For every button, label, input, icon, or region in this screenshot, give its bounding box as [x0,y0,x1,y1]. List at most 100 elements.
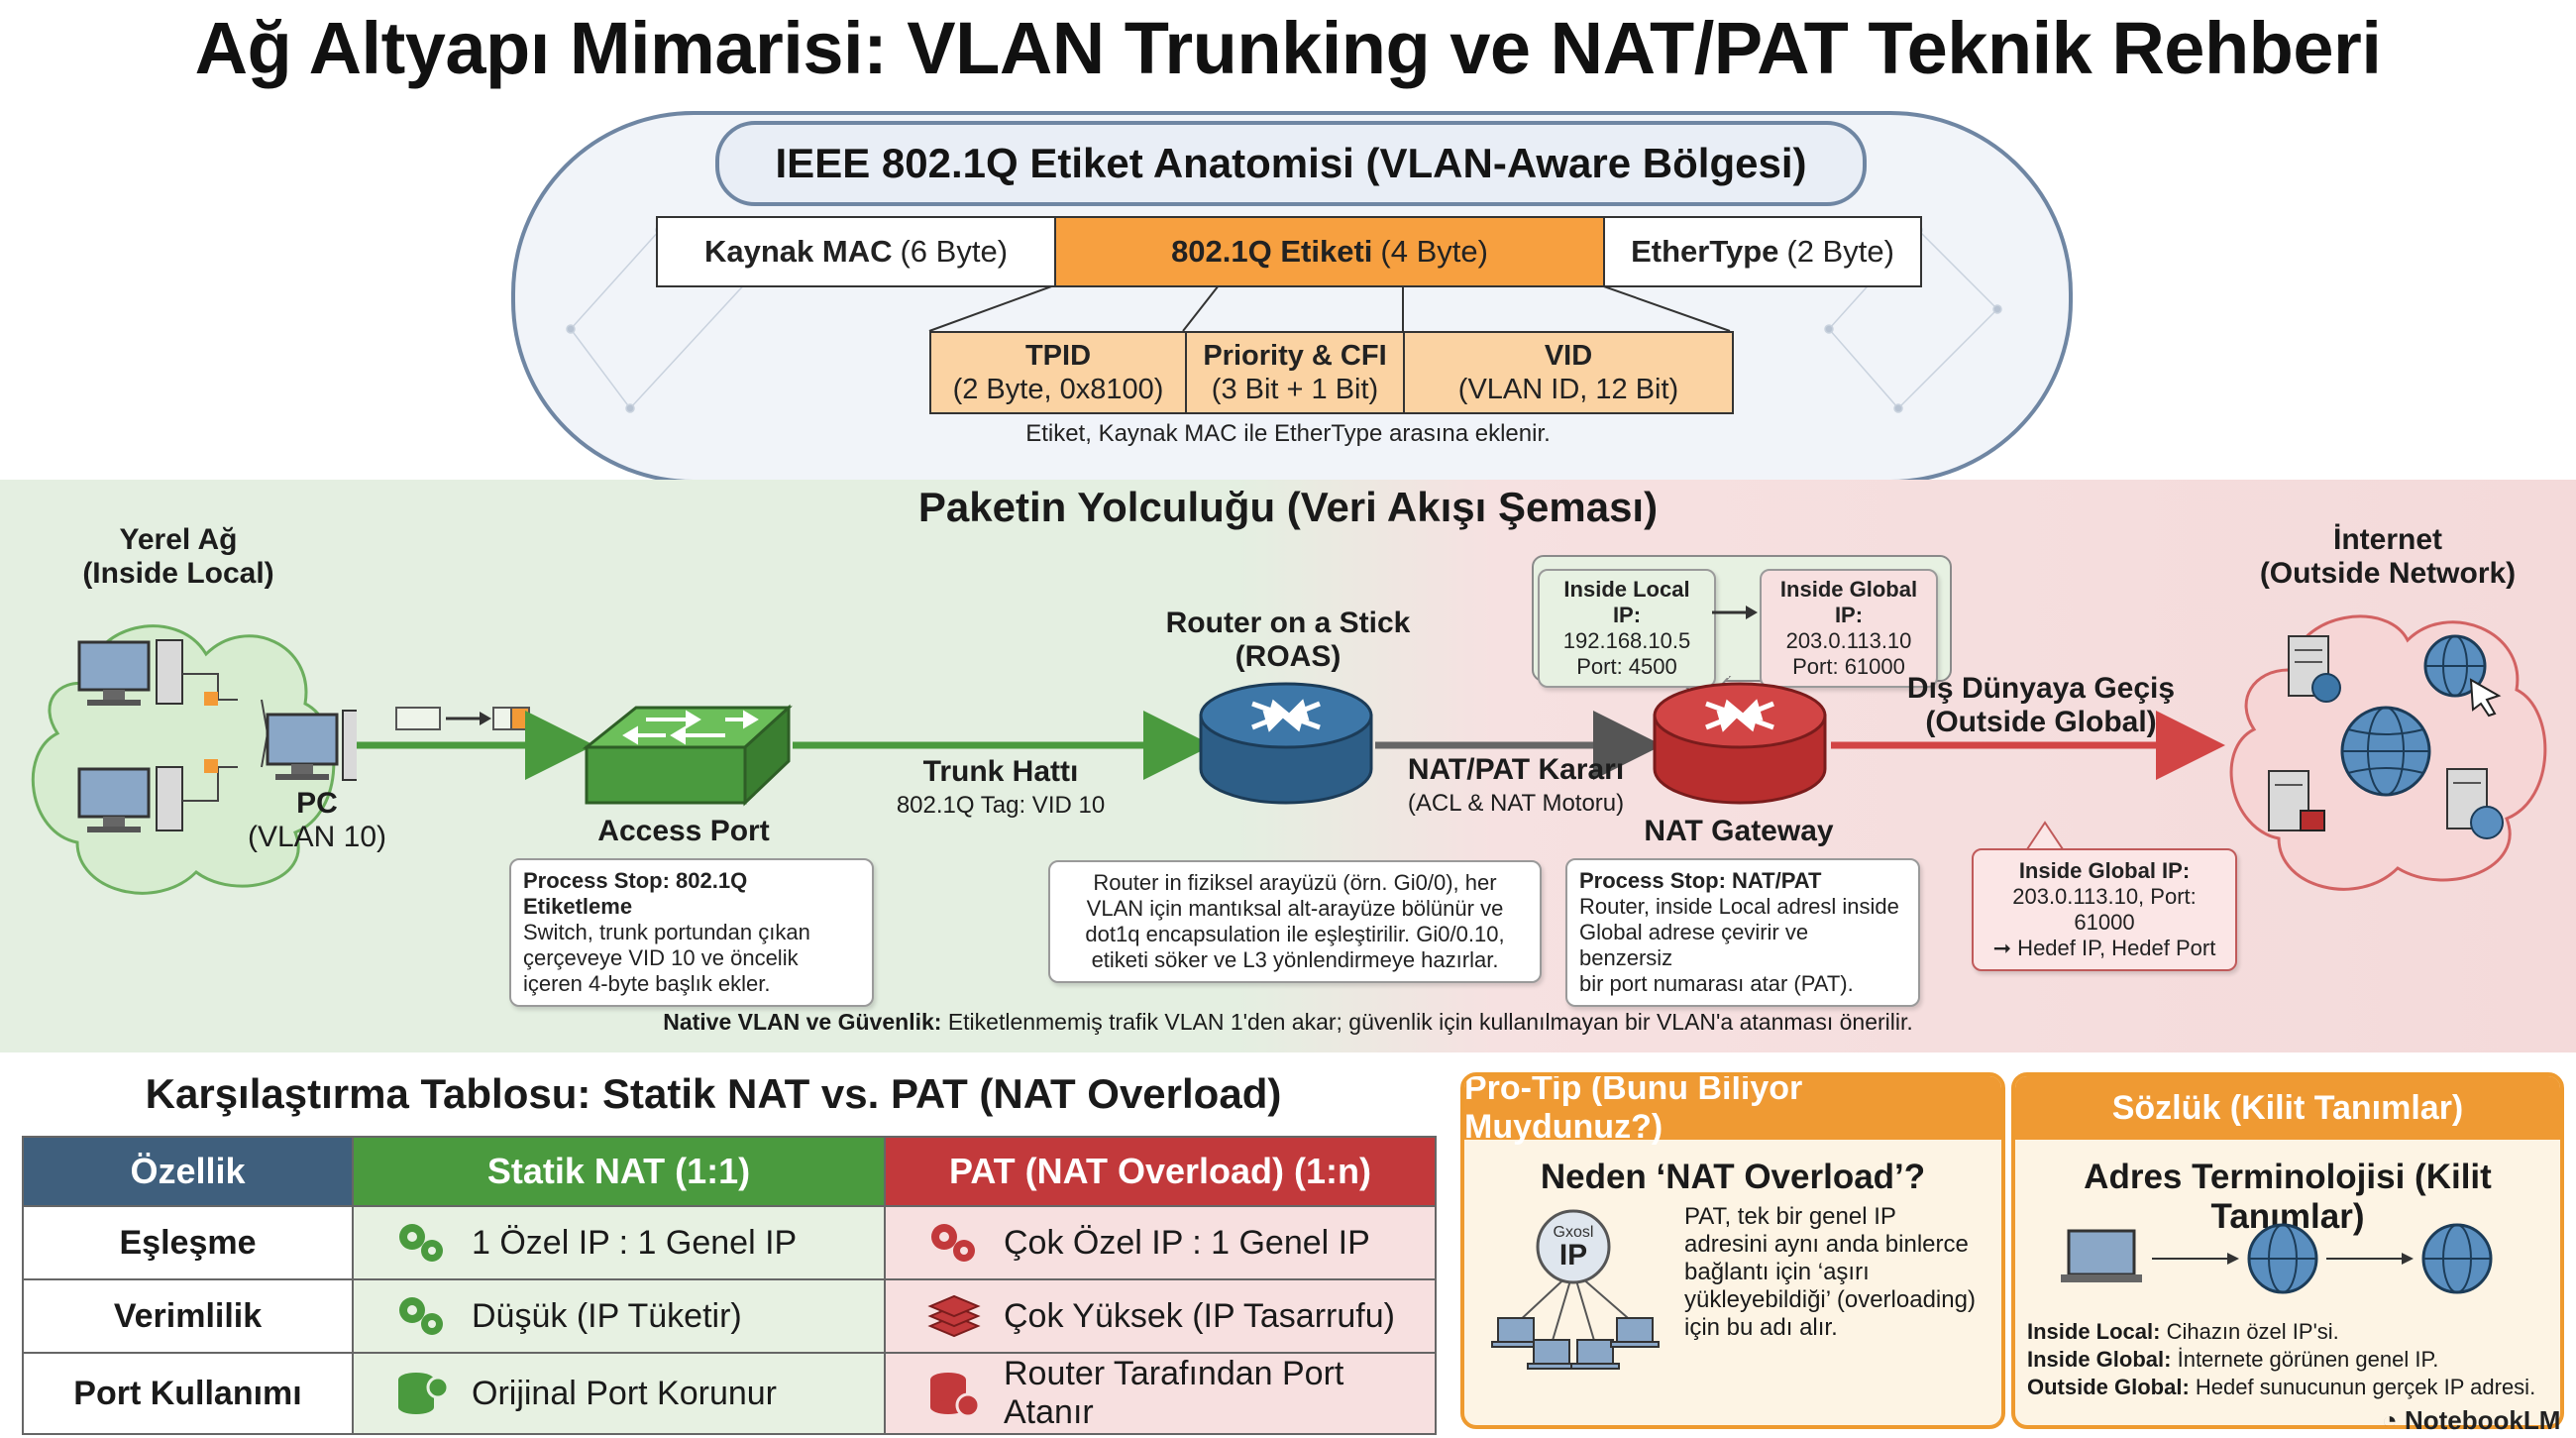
nat-gateway-label: NAT Gateway [1644,815,1834,847]
hub-small-text: Gxosl [1554,1224,1594,1241]
native-note-text: Etiketlenmemiş trafik VLAN 1'den akar; g… [947,1009,1913,1035]
callout-line: Router in fiziksel arayüzü (örn. Gi0/0),… [1093,870,1497,895]
static-cell: Orijinal Port Korunur [352,1352,886,1435]
pat-cell: Çok Özel IP : 1 Genel IP [884,1205,1437,1280]
terminology-diagram [2061,1223,2493,1294]
native-note-label: Native VLAN ve Güvenlik: [663,1009,942,1035]
pc-subtitle: (VLAN 10) [247,821,387,853]
nat-gateway-router-icon [1653,682,1827,805]
glossary-term: Inside Global: [2027,1347,2172,1372]
inside-global-port: Port: 61000 [1792,654,1905,679]
callout-line: Router, inside Local adresl inside [1579,894,1899,919]
subfield-detail: (2 Byte, 0x8100) [952,374,1164,405]
local-network-label: Yerel Ağ (Inside Local) [30,523,327,591]
static-value: Düşük (IP Tüketir) [472,1296,742,1335]
pat-cell: Çok Yüksek (IP Tasarrufu) [884,1278,1437,1354]
internet-cloud [2229,614,2547,891]
exit-title: Dış Dünyaya Geçiş [1906,672,2176,705]
glossary-item: Inside Global: İnternete görünen genel I… [2027,1346,2542,1374]
callout-line: etiketi söker ve L3 yönlendirmeye hazırl… [1091,947,1499,972]
feature-cell: Verimlilik [22,1278,354,1354]
stack-icon [927,1294,981,1338]
access-switch-icon [582,704,793,807]
switch-process-callout: Process Stop: 802.1Q Etiketleme Switch, … [509,858,874,1007]
field-source-mac: Kaynak MAC (6 Byte) [656,216,1056,287]
roas-title: Router on a Stick [1165,607,1411,639]
pat-value: Çok Yüksek (IP Tasarrufu) [1004,1296,1395,1335]
static-value: 1 Özel IP : 1 Genel IP [472,1223,798,1262]
table-row: Verimlilik Düşük (IP Tüketir) Çok Yüksek… [22,1278,1437,1354]
static-cell: 1 Özel IP : 1 Genel IP [352,1205,886,1280]
pc-computer-icon [266,710,357,781]
callout-line: çerçeveye VID 10 ve öncelik [523,945,799,970]
exit-subtitle: (Outside Global) [1925,706,2157,738]
callout-line: Global adrese çevirir ve benzersiz [1579,920,1809,970]
frame-tagging-icon [395,707,530,730]
callout-title: Process Stop: NAT/PAT [1579,868,1822,893]
inside-local-box: Inside Local IP: 192.168.10.5 Port: 4500 [1538,569,1716,688]
laptop-icon [1576,1339,1614,1365]
exit-label: Dış Dünyaya Geçiş (Outside Global) [1882,672,2200,739]
table-row: Eşleşme 1 Özel IP : 1 Genel IP Çok Özel … [22,1205,1437,1280]
router-process-callout: Router in fiziksel arayüzü (örn. Gi0/0),… [1048,860,1542,983]
internet-subtitle: (Outside Network) [2259,557,2517,590]
field-ethertype: EtherType (2 Byte) [1603,216,1922,287]
glossary-header: Sözlük (Kilit Tanımlar) [2015,1076,2560,1140]
inside-local-port: Port: 4500 [1576,654,1677,679]
internet-title: İnternet [2332,523,2442,556]
static-cell: Düşük (IP Tüketir) [352,1278,886,1354]
field-8021q-tag: 802.1Q Etiketi (4 Byte) [1054,216,1605,287]
glossary-term: Outside Global: [2027,1375,2190,1399]
local-network-title: Yerel Ağ [119,523,238,556]
subfield-name: TPID [1024,340,1092,372]
pat-cell: Router Tarafından Port Atanır [884,1352,1437,1435]
field-size: (6 Byte) [900,234,1009,269]
pro-tip-header: Pro-Tip (Bunu Biliyor Muydunuz?) [1464,1076,2001,1146]
brand-name: NotebookLM [2404,1405,2561,1435]
database-ip-icon [930,1373,981,1417]
tag-note: Etiket, Kaynak MAC ile EtherType arasına… [1025,420,1551,447]
gears-icon [399,1224,443,1262]
outside-global-callout: Inside Global IP: 203.0.113.10, Port: 61… [1972,848,2237,971]
callout-line: ➞ Hedef IP, Hedef Port [1992,936,2216,960]
pat-value: Router Tarafından Port Atanır [1004,1355,1344,1431]
table-header-row: Özellik Statik NAT (1:1) PAT (NAT Overlo… [22,1136,1437,1207]
subfield-tpid: TPID (2 Byte, 0x8100) [929,331,1187,414]
field-size: (4 Byte) [1380,234,1488,269]
pc-label: PC (VLAN 10) [218,787,416,854]
inside-local-ip: 192.168.10.5 [1562,628,1691,653]
tag-expansion-lines [928,285,1731,332]
server-lock-icon [2268,770,2325,831]
nat-decision-label: NAT/PAT Kararı (ACL & NAT Motoru) [1387,753,1645,821]
local-network-subtitle: (Inside Local) [82,557,274,590]
server-globe-icon [2446,768,2504,839]
inside-global-ip: 203.0.113.10 [1785,628,1912,653]
callout-title: Process Stop: 802.1Q Etiketleme [523,868,748,919]
header-static-nat: Statik NAT (1:1) [352,1136,886,1207]
field-size: (2 Byte) [1786,234,1894,269]
router-icon [1199,682,1373,805]
pc-title: PC [296,787,338,820]
callout-line: bir port numarası atar (PAT). [1579,971,1854,996]
laptop-icon [1616,1317,1654,1343]
gears-icon [931,1224,975,1262]
field-name: 802.1Q Etiketi [1171,234,1373,269]
comparison-table: Özellik Statik NAT (1:1) PAT (NAT Overlo… [22,1136,1437,1435]
glossary-item: Inside Local: Cihazın özel IP'si. [2027,1318,2542,1346]
computer-icon [77,639,183,706]
trunk-label: Trunk Hattı 802.1Q Tag: VID 10 [852,755,1149,823]
header-feature: Özellik [22,1136,354,1207]
inside-global-label: Inside Global IP: [1779,577,1918,627]
feature-cell: Eşleşme [22,1205,354,1280]
global-callout-pointer [2023,821,2067,852]
laptop-icon [1533,1339,1570,1365]
nat-decision-subtitle: (ACL & NAT Motoru) [1407,790,1625,817]
globe-icon [2247,1223,2318,1294]
nat-process-callout: Process Stop: NAT/PAT Router, inside Loc… [1565,858,1920,1007]
glossary-desc: Hedef sunucunun gerçek IP adresi. [2195,1375,2536,1399]
subfield-detail: (VLAN ID, 12 Bit) [1457,374,1679,405]
globe-cursor-icon [2423,634,2502,718]
field-name: EtherType [1631,234,1779,269]
subfield-detail: (3 Bit + 1 Bit) [1211,374,1379,405]
page-title: Ağ Altyapı Mimarisi: VLAN Trunking ve NA… [194,7,2382,89]
